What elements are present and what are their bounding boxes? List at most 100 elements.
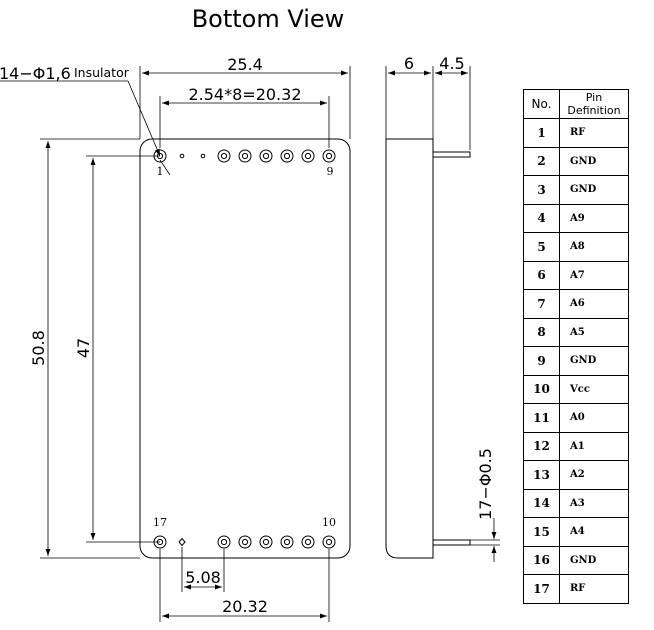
dim-pin-diameter-label: 17−Φ0.5 bbox=[476, 448, 495, 520]
pin-hole bbox=[217, 149, 231, 163]
pin-number-cell: 4 bbox=[523, 203, 560, 233]
dim-pitch-label: 2.54*8=20.32 bbox=[188, 85, 301, 104]
dim-length-label: 50.8 bbox=[29, 330, 48, 366]
dim-pitch bbox=[159, 96, 330, 148]
pin-hole bbox=[259, 149, 273, 163]
dim-pin-span bbox=[86, 155, 160, 543]
pin-definition-cell: A6 bbox=[559, 289, 629, 319]
top-pin-row bbox=[153, 149, 336, 163]
dim-pin-diameter bbox=[470, 518, 500, 562]
pin-definition-cell: A3 bbox=[559, 488, 629, 518]
module-outline bbox=[139, 138, 351, 559]
pin-number-cell: 17 bbox=[523, 574, 560, 604]
pin-definition-cell: A8 bbox=[559, 232, 629, 262]
top-pin-lead bbox=[432, 151, 471, 158]
pin-number-cell: 15 bbox=[523, 517, 560, 547]
pin-definition-cell: GND bbox=[559, 175, 629, 205]
pin-number-cell: 10 bbox=[523, 374, 560, 404]
dim-bottom-span bbox=[159, 549, 330, 622]
pin-hole bbox=[301, 535, 315, 549]
side-outline bbox=[385, 138, 434, 559]
pin-number-cell: 12 bbox=[523, 431, 560, 461]
pin-number-17: 17 bbox=[153, 516, 167, 529]
pin-definition-cell: GND bbox=[559, 346, 629, 376]
insulator-label: Insulator bbox=[74, 65, 130, 80]
pin-definition-cell: A9 bbox=[559, 203, 629, 233]
pin-number-cell: 14 bbox=[523, 488, 560, 518]
dim-spacing-label: 5.08 bbox=[185, 568, 221, 587]
pin-9-hole bbox=[322, 149, 336, 163]
pin-number-10: 10 bbox=[322, 516, 336, 529]
dim-thickness-label: 6 bbox=[404, 54, 414, 73]
pin-hole bbox=[280, 149, 294, 163]
header-no: No. bbox=[523, 89, 560, 119]
pin-number-cell: 6 bbox=[523, 260, 560, 290]
pin-number-cell: 7 bbox=[523, 289, 560, 319]
pin-definition-cell: A5 bbox=[559, 317, 629, 347]
bottom-pin-lead bbox=[432, 539, 471, 546]
pin-definition-cell: A1 bbox=[559, 431, 629, 461]
dim-bottom-span-label: 20.32 bbox=[222, 597, 268, 616]
hole-leader bbox=[0, 80, 171, 176]
pin-hole bbox=[238, 149, 252, 163]
pin-number-cell: 16 bbox=[523, 545, 560, 575]
pin-definition-cell: RF bbox=[559, 574, 629, 604]
drawing-title: Bottom View bbox=[192, 5, 345, 33]
pin-definition-cell: A0 bbox=[559, 403, 629, 433]
pin-number-cell: 1 bbox=[523, 118, 560, 148]
bottom-view bbox=[0, 66, 351, 622]
dim-width bbox=[139, 66, 351, 139]
dim-width-label: 25.4 bbox=[227, 55, 263, 74]
bottom-pin-row bbox=[153, 535, 336, 549]
pin-hole bbox=[217, 535, 231, 549]
dim-thickness bbox=[385, 66, 434, 139]
pin-definition-cell: A2 bbox=[559, 460, 629, 490]
pin-number-cell: 9 bbox=[523, 346, 560, 376]
pin-number-cell: 5 bbox=[523, 232, 560, 262]
pin-number-cell: 11 bbox=[523, 403, 560, 433]
pin-number-cell: 13 bbox=[523, 460, 560, 490]
pin-hole bbox=[301, 149, 315, 163]
header-definition-line: Definition bbox=[567, 104, 621, 117]
no-pin-hole bbox=[178, 537, 186, 547]
no-pin-hole bbox=[179, 153, 185, 159]
dim-spacing bbox=[181, 547, 225, 592]
pin-number-1: 1 bbox=[157, 165, 164, 178]
pin-hole bbox=[238, 535, 252, 549]
pin-hole bbox=[259, 535, 273, 549]
pin-number-cell: 8 bbox=[523, 317, 560, 347]
pin-10-hole bbox=[322, 535, 336, 549]
pin-hole bbox=[280, 535, 294, 549]
no-pin-hole bbox=[200, 153, 206, 159]
holes-label: 14−Φ1,6 bbox=[0, 64, 71, 83]
dim-pin-span-label: 47 bbox=[74, 338, 93, 358]
pin-number-cell: 3 bbox=[523, 175, 560, 205]
pin-definition-cell: GND bbox=[559, 545, 629, 575]
pin-definition-cell: RF bbox=[559, 118, 629, 148]
pin-definition-cell: GND bbox=[559, 146, 629, 176]
dim-pin-length-label: 4.5 bbox=[439, 54, 464, 73]
pin-definition-cell: A7 bbox=[559, 260, 629, 290]
dim-pin-length bbox=[435, 66, 471, 150]
pin-number-9: 9 bbox=[327, 165, 334, 178]
